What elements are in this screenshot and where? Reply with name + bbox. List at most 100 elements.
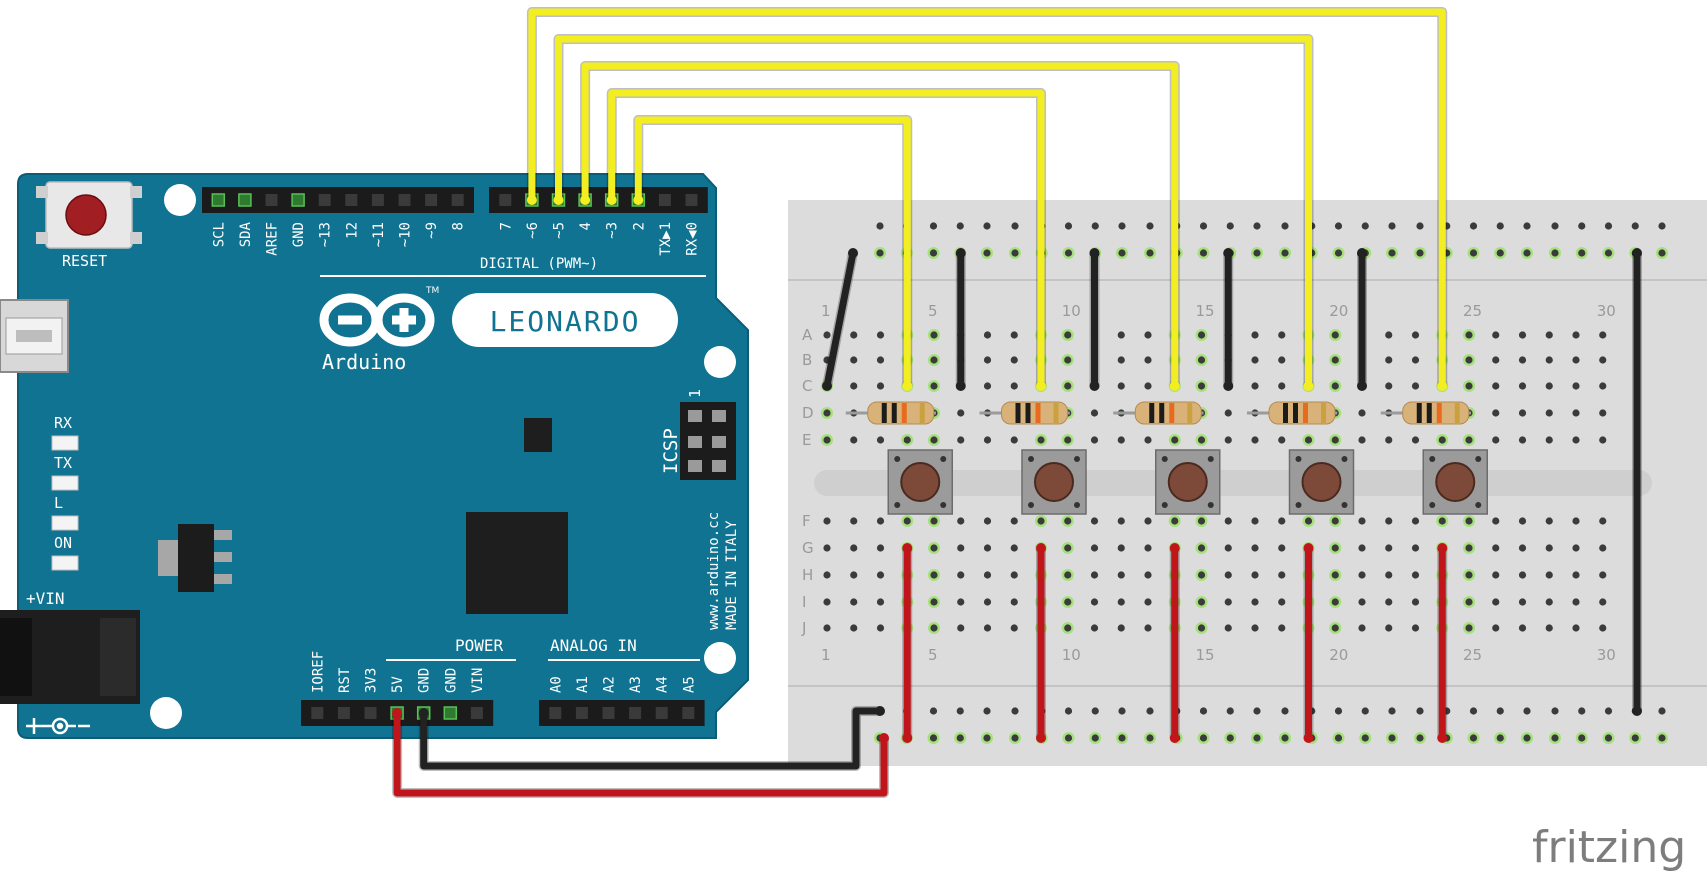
header-pin[interactable] xyxy=(311,707,324,719)
breadboard-hole[interactable] xyxy=(823,517,831,525)
breadboard-hole[interactable] xyxy=(876,436,885,444)
header-pin[interactable] xyxy=(238,193,252,207)
breadboard-hole[interactable] xyxy=(876,624,885,632)
breadboard-hole[interactable] xyxy=(1388,734,1396,742)
breadboard-hole[interactable] xyxy=(1144,382,1152,390)
header-pin[interactable] xyxy=(345,194,358,206)
breadboard-hole[interactable] xyxy=(1304,517,1313,525)
breadboard-hole[interactable] xyxy=(1011,222,1019,230)
breadboard-hole[interactable] xyxy=(1064,356,1072,364)
breadboard-hole[interactable] xyxy=(903,517,911,525)
breadboard-hole[interactable] xyxy=(1090,598,1099,606)
breadboard-hole[interactable] xyxy=(1281,249,1289,257)
breadboard-hole[interactable] xyxy=(1492,571,1500,579)
breadboard-hole[interactable] xyxy=(1599,436,1607,444)
breadboard-hole[interactable] xyxy=(1578,249,1586,257)
breadboard-hole[interactable] xyxy=(929,734,938,742)
breadboard-hole[interactable] xyxy=(929,222,938,230)
breadboard-hole[interactable] xyxy=(1411,356,1420,364)
signal-wire[interactable] xyxy=(634,116,911,386)
breadboard-hole[interactable] xyxy=(1492,517,1500,525)
breadboard-hole[interactable] xyxy=(930,598,938,606)
breadboard-hole[interactable] xyxy=(1518,544,1527,552)
breadboard-hole[interactable] xyxy=(1411,382,1420,390)
breadboard-hole[interactable] xyxy=(1545,331,1553,339)
breadboard-hole[interactable] xyxy=(1199,249,1208,257)
breadboard-hole[interactable] xyxy=(1037,517,1045,525)
breadboard-hole[interactable] xyxy=(1146,249,1154,257)
breadboard-hole[interactable] xyxy=(1064,436,1072,444)
breadboard-hole[interactable] xyxy=(1091,734,1099,742)
breadboard-hole[interactable] xyxy=(1117,356,1125,364)
breadboard-hole[interactable] xyxy=(1599,624,1607,632)
header-pin[interactable] xyxy=(398,194,411,206)
breadboard-hole[interactable] xyxy=(823,544,831,552)
breadboard-hole[interactable] xyxy=(1144,624,1152,632)
breadboard-hole[interactable] xyxy=(1224,571,1232,579)
header-pin[interactable] xyxy=(337,707,350,719)
breadboard-hole[interactable] xyxy=(957,409,965,417)
breadboard-hole[interactable] xyxy=(1658,734,1666,742)
header-pin[interactable] xyxy=(364,707,377,719)
breadboard-hole[interactable] xyxy=(1604,222,1613,230)
breadboard-hole[interactable] xyxy=(1518,436,1527,444)
breadboard-hole[interactable] xyxy=(1146,222,1154,230)
breadboard-hole[interactable] xyxy=(1465,544,1473,552)
breadboard-hole[interactable] xyxy=(983,734,991,742)
breadboard-hole[interactable] xyxy=(1599,517,1607,525)
breadboard-hole[interactable] xyxy=(983,249,991,257)
breadboard-hole[interactable] xyxy=(1545,624,1553,632)
breadboard-hole[interactable] xyxy=(1438,436,1446,444)
header-pin[interactable] xyxy=(291,193,305,207)
breadboard-hole[interactable] xyxy=(1465,571,1473,579)
breadboard-hole[interactable] xyxy=(1010,571,1018,579)
breadboard-hole[interactable] xyxy=(1492,382,1500,390)
breadboard-hole[interactable] xyxy=(1496,734,1504,742)
breadboard-hole[interactable] xyxy=(1251,624,1259,632)
breadboard-hole[interactable] xyxy=(1385,571,1393,579)
breadboard-hole[interactable] xyxy=(1117,571,1125,579)
breadboard-hole[interactable] xyxy=(1281,222,1289,230)
breadboard-hole[interactable] xyxy=(1117,382,1125,390)
breadboard-hole[interactable] xyxy=(876,222,884,230)
breadboard-hole[interactable] xyxy=(1388,249,1396,257)
pushbutton[interactable] xyxy=(1021,449,1087,515)
breadboard-hole[interactable] xyxy=(876,544,885,552)
header-pin[interactable] xyxy=(451,194,464,206)
breadboard-hole[interactable] xyxy=(957,598,965,606)
breadboard-hole[interactable] xyxy=(1224,409,1232,417)
breadboard-hole[interactable] xyxy=(1572,331,1580,339)
breadboard-hole[interactable] xyxy=(1334,734,1343,742)
breadboard-hole[interactable] xyxy=(1416,249,1424,257)
breadboard-hole[interactable] xyxy=(1518,598,1527,606)
breadboard-hole[interactable] xyxy=(1064,382,1072,390)
breadboard-hole[interactable] xyxy=(1144,356,1152,364)
breadboard-hole[interactable] xyxy=(1578,734,1586,742)
breadboard-hole[interactable] xyxy=(823,571,831,579)
breadboard-hole[interactable] xyxy=(1385,356,1393,364)
breadboard-hole[interactable] xyxy=(1281,707,1289,715)
breadboard-hole[interactable] xyxy=(1469,222,1478,230)
breadboard-hole[interactable] xyxy=(1091,707,1099,715)
header-pin[interactable] xyxy=(685,194,698,206)
breadboard-hole[interactable] xyxy=(1469,734,1478,742)
breadboard-hole[interactable] xyxy=(983,331,992,339)
breadboard-hole[interactable] xyxy=(1090,436,1099,444)
breadboard-hole[interactable] xyxy=(850,571,858,579)
breadboard-hole[interactable] xyxy=(1331,331,1339,339)
breadboard-hole[interactable] xyxy=(1251,382,1259,390)
breadboard-hole[interactable] xyxy=(1518,331,1527,339)
breadboard-hole[interactable] xyxy=(956,707,964,715)
breadboard-hole[interactable] xyxy=(1465,356,1473,364)
breadboard-hole[interactable] xyxy=(1090,409,1099,417)
breadboard-hole[interactable] xyxy=(1010,544,1018,552)
breadboard-hole[interactable] xyxy=(1411,331,1420,339)
breadboard-hole[interactable] xyxy=(1064,222,1073,230)
breadboard-hole[interactable] xyxy=(1224,436,1232,444)
breadboard-hole[interactable] xyxy=(1117,624,1125,632)
breadboard-hole[interactable] xyxy=(1518,571,1527,579)
breadboard-hole[interactable] xyxy=(1144,517,1152,525)
breadboard-hole[interactable] xyxy=(823,598,831,606)
breadboard-hole[interactable] xyxy=(1385,544,1393,552)
